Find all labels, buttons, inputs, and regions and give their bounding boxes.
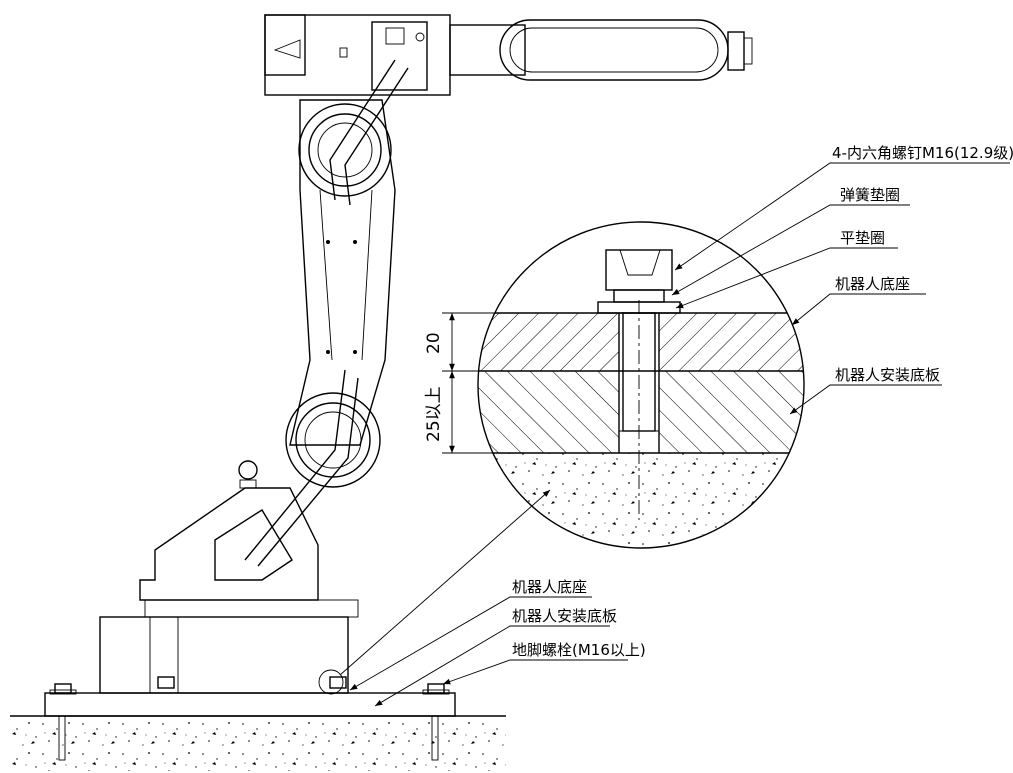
anchor-bolt-left [49, 683, 77, 761]
ground-foundation [10, 715, 506, 771]
anchor-bolt-right [422, 683, 450, 761]
mount-plate-main [44, 692, 456, 717]
detail-leader [339, 489, 551, 676]
callout-detail-flat-washer: 平垫圈 [840, 229, 885, 247]
detail-callout-leaders [671, 162, 1010, 415]
robot-joint-lower [285, 392, 381, 488]
callout-detail-bolt: 4-内六角螺钉M16(12.9级) [832, 144, 1013, 162]
callout-main-mount-plate: 机器人安装底板 [512, 607, 617, 625]
detail-view [478, 300, 804, 548]
main-callout-leaders [349, 596, 628, 707]
robot-base [99, 599, 359, 695]
callout-detail-robot-base: 机器人底座 [835, 275, 910, 293]
robot-turret [139, 460, 319, 601]
detail-circle-outline [477, 221, 805, 549]
callout-detail-spring-washer: 弹簧垫圈 [840, 186, 900, 204]
dimension-lines [442, 312, 560, 454]
callout-detail-mount-plate: 机器人安装底板 [835, 366, 940, 384]
robot-upper-arm [264, 14, 753, 96]
callout-main-anchor-bolt: 地脚螺栓(M16以上) [512, 641, 646, 659]
dim-plate-thickness: 25以上 [424, 386, 444, 442]
robot-cable-hose [244, 59, 409, 567]
detail-bolt [597, 249, 681, 453]
robot-joint-upper [298, 103, 392, 197]
callout-main-robot-base: 机器人底座 [512, 578, 587, 596]
dim-base-thickness: 20 [424, 332, 444, 354]
